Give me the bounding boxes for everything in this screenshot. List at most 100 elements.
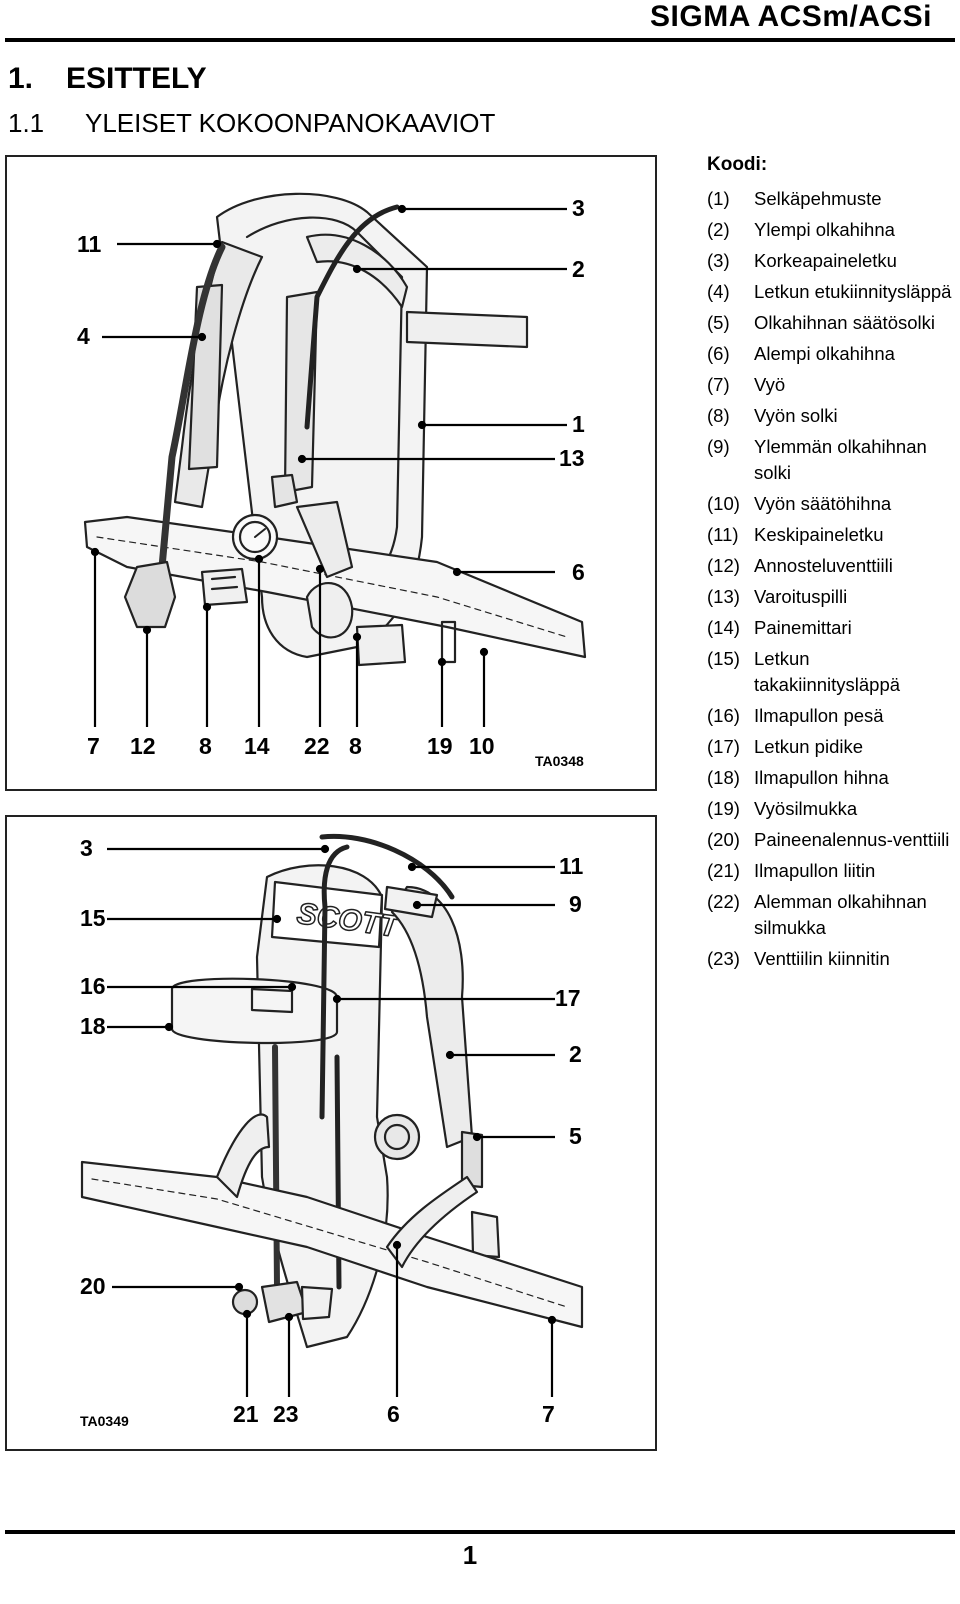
legend-item-number: (13) — [707, 586, 740, 607]
figure-front-view: 11 4 3 2 1 13 6 7 12 8 14 22 8 19 10 TA0… — [5, 155, 657, 791]
callout-18: 18 — [80, 1013, 106, 1039]
callout-20: 20 — [80, 1273, 106, 1299]
legend-item-number: (7) — [707, 374, 730, 395]
legend-item-text: Vyön säätöhihna — [754, 493, 892, 514]
subsection-number: 1.1 — [8, 108, 45, 138]
callout-22: 22 — [304, 733, 330, 759]
callout-21: 21 — [233, 1401, 259, 1427]
legend-item: (19)Vyösilmukka — [707, 796, 957, 822]
legend-item: (16) Ilmapullon pesä — [707, 703, 957, 729]
legend-item-number: (12) — [707, 555, 740, 576]
legend-item-text: Vyön solki — [754, 405, 838, 426]
legend-item-number: (8) — [707, 405, 730, 426]
section-number: 1. — [8, 62, 34, 95]
legend-item-text: Letkun pidike — [754, 736, 864, 757]
legend-item-number: (22) — [707, 891, 740, 912]
legend-item: (14)Painemittari — [707, 615, 957, 641]
document-title: SIGMA ACSm/ACSi — [650, 0, 932, 33]
legend-item-text: Varoituspilli — [754, 586, 848, 607]
subsection-heading: 1.1 YLEISET KOKOONPANOKAAVIOT — [8, 108, 495, 139]
legend-item-text: Vyö — [754, 374, 786, 395]
breathing-apparatus-rear-drawing: SCOTT — [80, 833, 584, 1397]
footer-rule — [5, 1530, 955, 1534]
breathing-apparatus-front-drawing — [83, 192, 587, 727]
legend-item-text: Ilmapullon liitin — [754, 860, 876, 881]
legend-item: (22)Alemman olkahihnan silmukka — [707, 889, 957, 941]
legend-item: (17)Letkun pidike — [707, 734, 957, 760]
legend-item-text: Olkahihnan säätösolki — [754, 312, 935, 333]
callout-11: 11 — [77, 231, 102, 257]
legend-item-number: (6) — [707, 343, 730, 364]
callout-8: 8 — [199, 733, 212, 759]
callout-3-rear: 3 — [80, 835, 93, 861]
legend-item: (21)Ilmapullon liitin — [707, 858, 957, 884]
figure-code-rear: TA0349 — [80, 1413, 129, 1429]
callout-13: 13 — [559, 445, 585, 471]
legend-item-text: Ylemmän olkahihnan solki — [754, 436, 927, 483]
callout-1: 1 — [572, 411, 585, 437]
callout-7: 7 — [87, 733, 100, 759]
legend-item-text: Alempi olkahihna — [754, 343, 895, 364]
callout-10: 10 — [469, 733, 495, 759]
legend-item: (18) Ilmapullon hihna — [707, 765, 957, 791]
legend-item-number: (5) — [707, 312, 730, 333]
legend-item-text: Ylempi olkahihna — [754, 219, 895, 240]
legend-item-number: (23) — [707, 948, 740, 969]
callout-8-b: 8 — [349, 733, 362, 759]
legend-item-number: (1) — [707, 188, 730, 209]
legend-item-number: (18) — [707, 767, 740, 788]
legend-item: (6) Alempi olkahihna — [707, 341, 957, 367]
legend-item: (13) Varoituspilli — [707, 584, 957, 610]
callout-6: 6 — [572, 559, 585, 585]
legend-list: (1) Selkäpehmuste (2) Ylempi olkahihna (3) Ko… — [707, 186, 957, 972]
legend-item-number: (19) — [707, 798, 740, 819]
callout-2: 2 — [572, 256, 585, 282]
legend-item: (10) Vyön säätöhihna — [707, 491, 957, 517]
legend-heading: Koodi: — [707, 154, 768, 175]
legend-item-text: Keskipaineletku — [754, 524, 884, 545]
callout-15: 15 — [80, 905, 106, 931]
callout-9: 9 — [569, 891, 582, 917]
subsection-title: YLEISET KOKOONPANOKAAVIOT — [85, 108, 496, 138]
legend-item-number: (3) — [707, 250, 730, 271]
legend-item-number: (9) — [707, 436, 730, 457]
legend-item: (23)Venttiilin kiinnitin — [707, 946, 957, 972]
callout-7-rear: 7 — [542, 1401, 555, 1427]
legend-item: (20) Paineenalennus-venttiili — [707, 827, 957, 853]
figure-rear-view: SCOTT — [5, 815, 657, 1451]
legend-item-text: Painemittari — [754, 617, 852, 638]
legend-item-number: (2) — [707, 219, 730, 240]
section-heading: 1. ESITTELY — [8, 62, 207, 96]
legend-item-number: (16) — [707, 705, 740, 726]
legend-item-number: (4) — [707, 281, 730, 302]
legend-item-text: Ilmapullon hihna — [754, 767, 889, 788]
callout-5: 5 — [569, 1123, 582, 1149]
legend-item-number: (20) — [707, 829, 740, 850]
legend-item: (4) Letkun etukiinnitysläppä — [707, 279, 957, 305]
callout-17: 17 — [555, 985, 581, 1011]
legend-item: (7) Vyö — [707, 372, 957, 398]
legend-item: (15)Letkun takakiinnitysläppä — [707, 646, 957, 698]
callout-19: 19 — [427, 733, 453, 759]
legend-item-text: Korkeapaineletku — [754, 250, 897, 271]
header-rule — [5, 38, 955, 42]
legend-item-text: Annosteluventtiili — [754, 555, 893, 576]
callout-2-rear: 2 — [569, 1041, 582, 1067]
legend-item-number: (11) — [707, 524, 739, 545]
callout-16: 16 — [80, 973, 106, 999]
legend-item-text: Letkun etukiinnitysläppä — [754, 281, 952, 302]
legend-item: (9) Ylemmän olkahihnan solki — [707, 434, 957, 486]
legend-item-text: Paineenalennus-venttiili — [754, 829, 950, 850]
legend-item-text: Ilmapullon pesä — [754, 705, 884, 726]
callout-14: 14 — [244, 733, 270, 759]
legend-item-text: Letkun takakiinnitysläppä — [754, 648, 901, 695]
section-title: ESITTELY — [66, 62, 207, 95]
callout-6-rear: 6 — [387, 1401, 400, 1427]
legend-item: (3) Korkeapaineletku — [707, 248, 957, 274]
legend-item-text: Selkäpehmuste — [754, 188, 882, 209]
legend-item-number: (10) — [707, 493, 740, 514]
page-number: 1 — [462, 1540, 478, 1570]
figure-code: TA0348 — [535, 753, 584, 769]
callout-4: 4 — [77, 323, 90, 349]
legend-item: (11) Keskipaineletku — [707, 522, 957, 548]
